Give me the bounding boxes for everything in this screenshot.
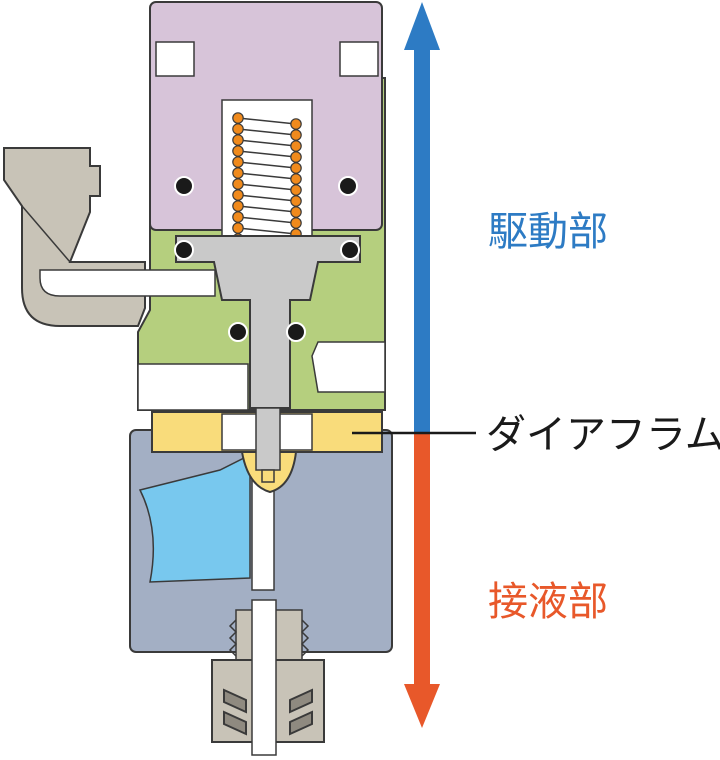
spring-coil <box>290 162 302 174</box>
spring-coil <box>232 178 244 190</box>
spring-coil <box>290 206 302 218</box>
spring-coil <box>232 189 244 201</box>
spring-coil <box>232 134 244 146</box>
label-wetted: 接液部 <box>488 579 608 625</box>
cap-recess-left <box>155 41 195 77</box>
spring-coil <box>290 195 302 207</box>
spring-coil <box>232 222 244 234</box>
cap-recess-right <box>339 41 379 77</box>
spring-coil <box>290 151 302 163</box>
drive-arrow <box>404 2 440 434</box>
spring-coil <box>290 173 302 185</box>
spring-coil <box>232 211 244 223</box>
spring-coil <box>232 156 244 168</box>
spring-coil <box>290 184 302 196</box>
spring-coil <box>232 123 244 135</box>
bottom-fitting <box>211 599 325 756</box>
fluid-passage <box>138 453 251 583</box>
spring-coil <box>232 167 244 179</box>
o-rings <box>174 176 360 342</box>
outlet-bore <box>251 479 275 591</box>
spring-coil <box>290 140 302 152</box>
air-fitting <box>3 147 216 327</box>
spring-coil <box>290 129 302 141</box>
spring-coil <box>290 217 302 229</box>
label-drive: 駆動部 <box>488 209 608 255</box>
valve-body <box>129 429 393 653</box>
spring-coil <box>290 118 302 130</box>
piston-stem <box>175 235 361 483</box>
label-diaphragm: ダイアフラム <box>486 412 720 458</box>
wetted-arrow <box>404 434 440 728</box>
spring-coil <box>232 112 244 124</box>
spring-coil <box>232 200 244 212</box>
spring-coil <box>232 145 244 157</box>
